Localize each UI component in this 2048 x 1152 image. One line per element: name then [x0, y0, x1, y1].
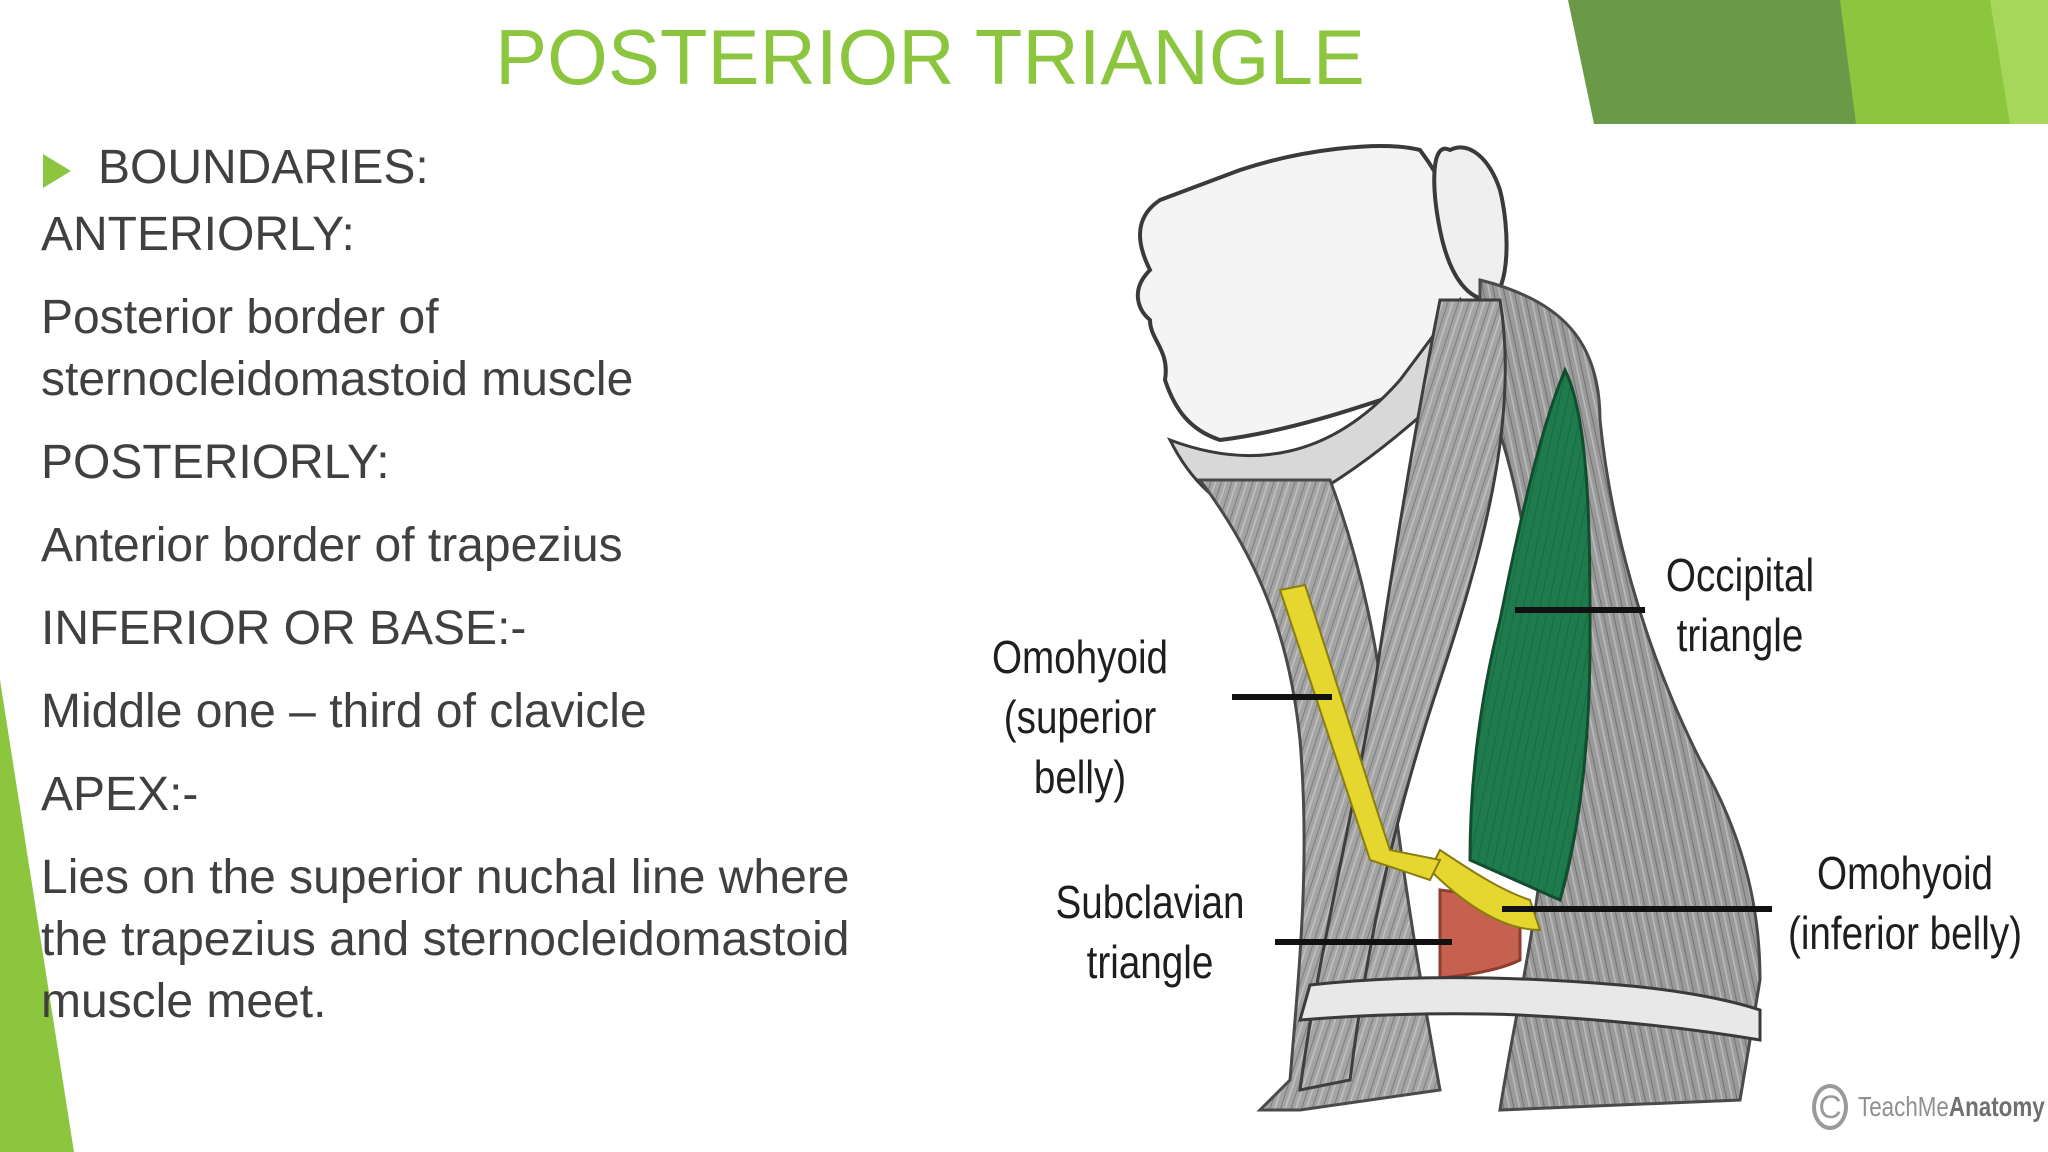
left-edge-band [0, 680, 74, 1152]
label-line: Subclavian [1055, 876, 1245, 928]
label-line: Omohyoid [991, 631, 1169, 683]
text-line: Posterior border of [41, 291, 439, 344]
boundaries-text: BOUNDARIES: ANTERIORLY: Posterior border… [41, 132, 941, 1054]
paragraph-inferior-boundary: Middle one – third of clavicle [41, 681, 941, 743]
omohyoid-superior-belly [1278, 583, 1442, 882]
paragraph-posteriorly: POSTERIORLY: [41, 432, 941, 494]
face-outline [1135, 144, 1483, 443]
text-line: Middle one – third of clavicle [41, 685, 647, 738]
text-line: muscle meet. [41, 975, 327, 1028]
label-line: triangle [1086, 936, 1214, 988]
occipital-triangle [1468, 366, 1592, 903]
text-line: POSTERIORLY: [41, 436, 390, 489]
neck-anatomy-illustration [1135, 144, 1772, 1112]
bullet-boundaries: BOUNDARIES: [41, 132, 941, 204]
paragraph-apex: APEX:- [41, 764, 941, 826]
watermark: C TeachMeAnatomy [1812, 1076, 2048, 1138]
label-line: (superior belly) [1003, 691, 1157, 803]
text-line: Anterior border of trapezius [41, 519, 623, 572]
sternocleidomastoid [1298, 298, 1507, 1092]
text-line: Lies on the superior nuchal line where [41, 851, 850, 904]
label-line: Omohyoid [1816, 847, 1994, 899]
paragraph-anterior-boundary: Posterior border of sternocleidomastoid … [41, 287, 941, 411]
paragraph-anteriorly: ANTERIORLY: [41, 204, 941, 266]
label-line: (inferior belly) [1787, 907, 2023, 959]
label-line: triangle [1676, 609, 1804, 661]
top-right-band-accent [1990, 0, 2048, 124]
clavicle [1297, 976, 1762, 1042]
text-line: sternocleidomastoid muscle [41, 353, 634, 406]
label-omohyoid-superior: Omohyoid (superior belly) [954, 627, 1206, 807]
text-line: APEX:- [41, 768, 199, 821]
text-line: INFERIOR OR BASE:- [41, 602, 527, 655]
text-line: the trapezius and sternocleidomastoid [41, 913, 850, 966]
label-occipital-triangle: Occipital triangle [1648, 545, 1833, 665]
label-line: Occipital [1665, 549, 1815, 601]
watermark-brand-light: TeachMe [1858, 1091, 1949, 1122]
copyright-icon: C [1812, 1084, 1848, 1130]
slide-title: POSTERIOR TRIANGLE [495, 13, 1365, 101]
paragraph-inferior: INFERIOR OR BASE:- [41, 598, 941, 660]
paragraph-posterior-boundary: Anterior border of trapezius [41, 515, 941, 577]
text-line: ANTERIORLY: [41, 208, 355, 261]
bullet-arrow-icon [43, 154, 71, 188]
paragraph-apex-description: Lies on the superior nuchal line where t… [41, 847, 941, 1033]
label-subclavian-triangle: Subclavian triangle [1049, 872, 1251, 992]
bullet-heading: BOUNDARIES: [98, 141, 429, 194]
label-omohyoid-inferior: Omohyoid (inferior belly) [1783, 843, 2027, 963]
watermark-text: TeachMeAnatomy [1858, 1091, 2045, 1123]
watermark-brand-bold: Anatomy [1948, 1091, 2045, 1122]
top-right-band-dark [1568, 0, 1858, 124]
